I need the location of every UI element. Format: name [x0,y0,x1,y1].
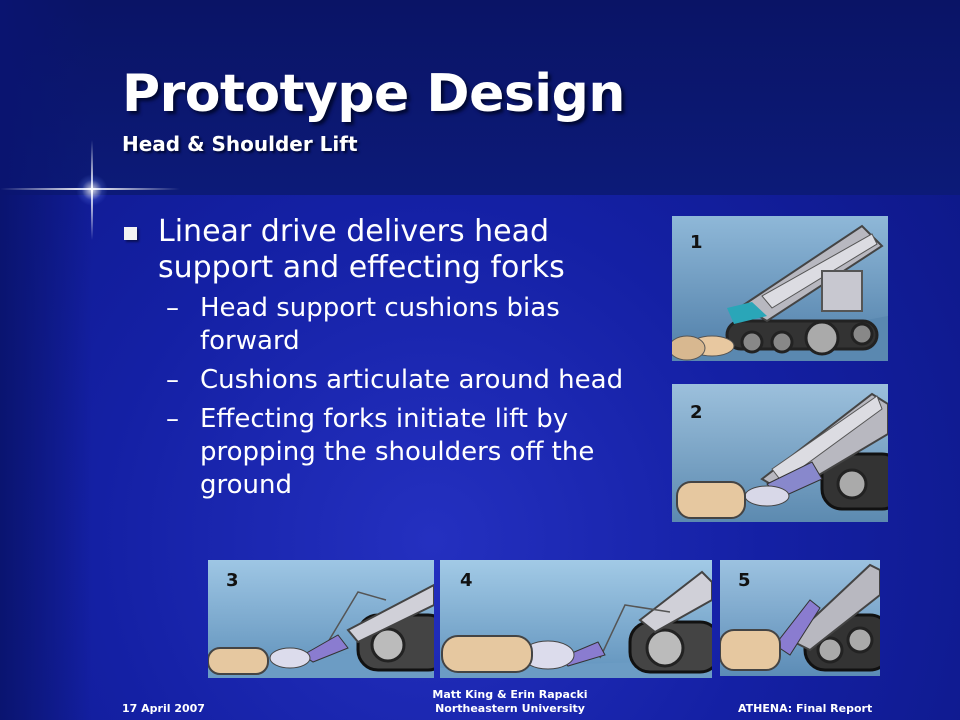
dash-bullet-icon: – [166,365,179,395]
footer-report: ATHENA: Final Report [738,702,873,715]
prototype-render-2 [672,384,888,522]
bullet-list: Linear drive delivers head support and e… [122,214,662,502]
slide-subtitle: Head & Shoulder Lift [122,132,358,156]
dash-bullet-icon: – [166,293,179,323]
image-label-2: 2 [690,402,703,423]
footer-date: 17 April 2007 [122,702,205,715]
lens-flare-glow [76,174,108,206]
image-label-1: 1 [690,232,703,253]
sub-bullet-text: Head support cushions bias forward [200,293,560,356]
prototype-render-3 [208,560,434,678]
image-label-4: 4 [460,570,473,591]
slide-title: Prototype Design [122,64,625,124]
footer-authors-line2: Northeastern University [435,702,585,715]
bullet-main: Linear drive delivers head support and e… [122,214,662,286]
prototype-render-1 [672,216,888,361]
sub-bullet: – Cushions articulate around head [122,364,662,397]
bullet-main-text: Linear drive delivers head support and e… [158,214,565,285]
sub-bullet-text: Cushions articulate around head [200,365,624,395]
sub-bullet: – Effecting forks initiate lift by propp… [122,403,662,502]
sub-bullet-text: Effecting forks initiate lift by proppin… [200,404,595,500]
sub-bullet: – Head support cushions bias forward [122,292,662,358]
image-label-5: 5 [738,570,751,591]
prototype-render-5 [720,560,880,676]
square-bullet-icon [124,227,137,240]
footer-authors: Matt King & Erin Rapacki Northeastern Un… [400,688,620,716]
left-strip [0,0,92,720]
prototype-render-4 [440,560,712,678]
image-label-3: 3 [226,570,239,591]
title-band [0,0,960,195]
footer-authors-line1: Matt King & Erin Rapacki [432,688,588,701]
dash-bullet-icon: – [166,404,179,434]
